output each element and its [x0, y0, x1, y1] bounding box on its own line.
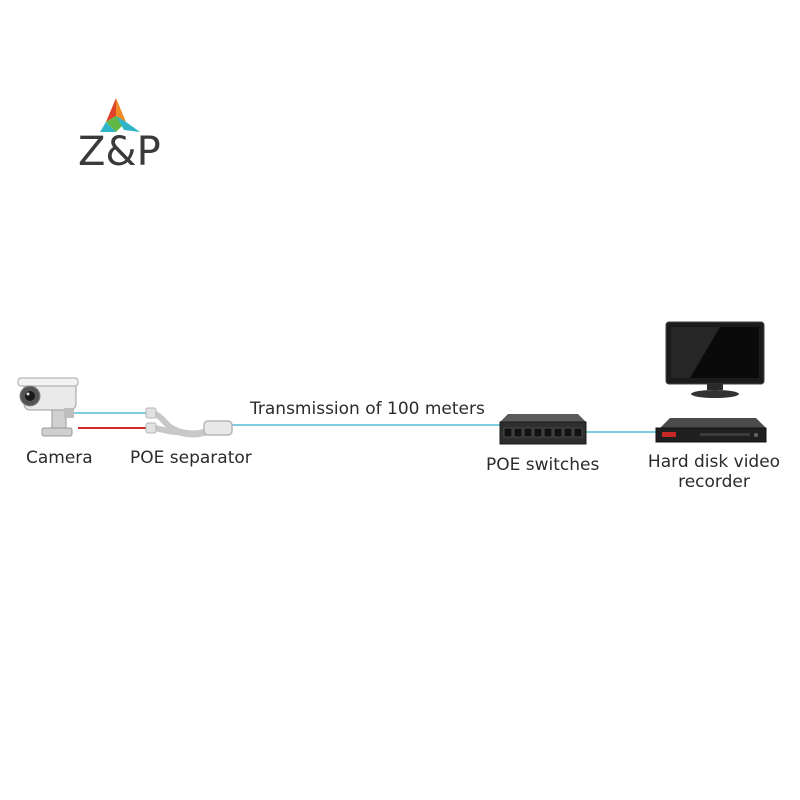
poe-separator-icon [145, 407, 233, 438]
brand-name: Z&P [78, 129, 161, 175]
camera-label: Camera [26, 448, 93, 468]
nvr-icon [655, 418, 767, 443]
poe-switches-label: POE switches [486, 455, 600, 475]
brand-logo-icon [100, 98, 140, 132]
data-cable [74, 412, 658, 433]
poe-separator-label: POE separator [130, 448, 252, 468]
transmission-label: Transmission of 100 meters [250, 399, 485, 419]
camera-icon [17, 377, 79, 437]
poe-switch-icon [499, 414, 587, 445]
nvr-label: Hard disk video recorder [640, 452, 788, 492]
monitor-icon [665, 321, 765, 398]
nvr-label-line2: recorder [678, 472, 750, 492]
nvr-label-line1: Hard disk video [647, 452, 781, 472]
